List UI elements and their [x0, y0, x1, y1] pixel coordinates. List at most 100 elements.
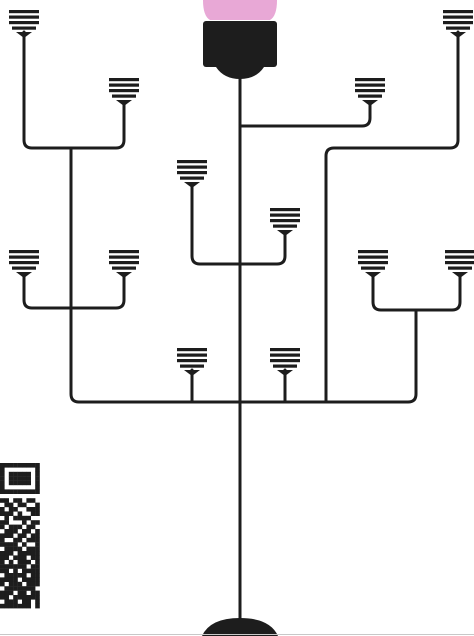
socket-bar: [355, 83, 385, 87]
qr-module: [30, 507, 36, 512]
qr-module: [17, 573, 23, 578]
socket-bar: [177, 171, 207, 175]
qr-module: [26, 489, 31, 494]
qr-module: [35, 502, 40, 508]
qr-module: [30, 537, 36, 543]
socket-bar: [361, 266, 385, 270]
socket-bar: [9, 261, 39, 265]
socket-tip: [116, 100, 132, 106]
socket-tip: [365, 272, 381, 278]
qr-module: [0, 555, 5, 560]
socket-tip: [16, 32, 32, 38]
socket-bar: [109, 78, 139, 82]
qr-module: [8, 507, 14, 512]
qr-module: [30, 586, 36, 591]
socket-bar: [358, 261, 388, 265]
qr-module: [17, 595, 23, 600]
qr-module: [8, 502, 14, 508]
qr-module: [8, 511, 14, 516]
qr-module: [22, 463, 27, 468]
qr-module: [13, 498, 18, 503]
qr-module: [35, 581, 40, 587]
qr-module: [22, 476, 27, 481]
qr-module: [22, 529, 27, 534]
qr-module: [0, 463, 5, 468]
qr-module: [30, 590, 36, 596]
qr-module: [17, 551, 23, 556]
socket-tip: [184, 370, 200, 376]
socket-tip: [452, 272, 468, 278]
qr-module: [4, 520, 9, 525]
socket-bar: [358, 94, 382, 98]
socket-bar: [180, 176, 204, 180]
qr-module: [0, 520, 5, 525]
wire-mid-left: [22, 274, 126, 310]
bulb-socket-9: [358, 250, 388, 278]
qr-module: [4, 586, 9, 591]
qr-module: [8, 551, 14, 556]
qr-module: [22, 533, 27, 538]
qr-module: [35, 471, 40, 477]
socket-tip: [277, 230, 293, 236]
qr-module: [0, 542, 5, 547]
qr-module: [30, 568, 36, 574]
qr-module: [13, 568, 18, 574]
qr-module: [13, 515, 18, 521]
socket-tip: [184, 182, 200, 188]
qr-module: [35, 573, 40, 578]
qr-module: [4, 533, 9, 538]
bulb-socket-12: [270, 348, 300, 376]
qr-module: [4, 595, 9, 600]
bulb-socket-6: [270, 208, 300, 236]
qr-module: [0, 471, 5, 477]
socket-bar: [443, 10, 473, 14]
wire-main-bus: [69, 146, 418, 404]
socket-bar: [273, 224, 297, 228]
qr-module: [26, 546, 31, 552]
qr-module: [22, 489, 27, 494]
qr-module: [26, 599, 31, 604]
qr-module: [8, 559, 14, 565]
socket-bar: [445, 255, 474, 259]
qr-module: [8, 546, 14, 552]
qr-module: [22, 555, 27, 560]
qr-module: [13, 599, 18, 604]
qr-module: [13, 581, 18, 587]
socket-bar: [9, 255, 39, 259]
socket-bar: [12, 26, 36, 30]
qr-module: [26, 577, 31, 582]
bulb-socket-5: [177, 160, 207, 188]
qr-module: [13, 603, 18, 609]
qr-module: [0, 511, 5, 516]
qr-module: [0, 581, 5, 587]
qr-module: [17, 546, 23, 552]
socket-bar: [270, 353, 300, 357]
qr-module: [35, 533, 40, 538]
socket-bar: [443, 21, 473, 25]
qr-module: [13, 480, 18, 486]
qr-module: [26, 507, 31, 512]
socket-bar: [273, 364, 297, 368]
qr-module: [30, 564, 36, 569]
qr-module: [0, 507, 5, 512]
qr-module: [22, 595, 27, 600]
qr-module: [13, 595, 18, 600]
socket-tip: [16, 272, 32, 278]
qr-module: [8, 564, 14, 569]
qr-module: [13, 529, 18, 534]
qr-module: [22, 586, 27, 591]
qr-module: [22, 515, 27, 521]
qr-module: [30, 573, 36, 578]
socket-bar: [177, 353, 207, 357]
qr-module: [35, 507, 40, 512]
qr-module: [17, 480, 23, 486]
qr-module: [13, 555, 18, 560]
qr-module: [22, 502, 27, 508]
qr-module: [4, 502, 9, 508]
socket-bar: [109, 83, 139, 87]
qr-module: [35, 476, 40, 481]
qr-module: [26, 480, 31, 486]
socket-bar: [12, 266, 36, 270]
qr-module: [22, 599, 27, 604]
